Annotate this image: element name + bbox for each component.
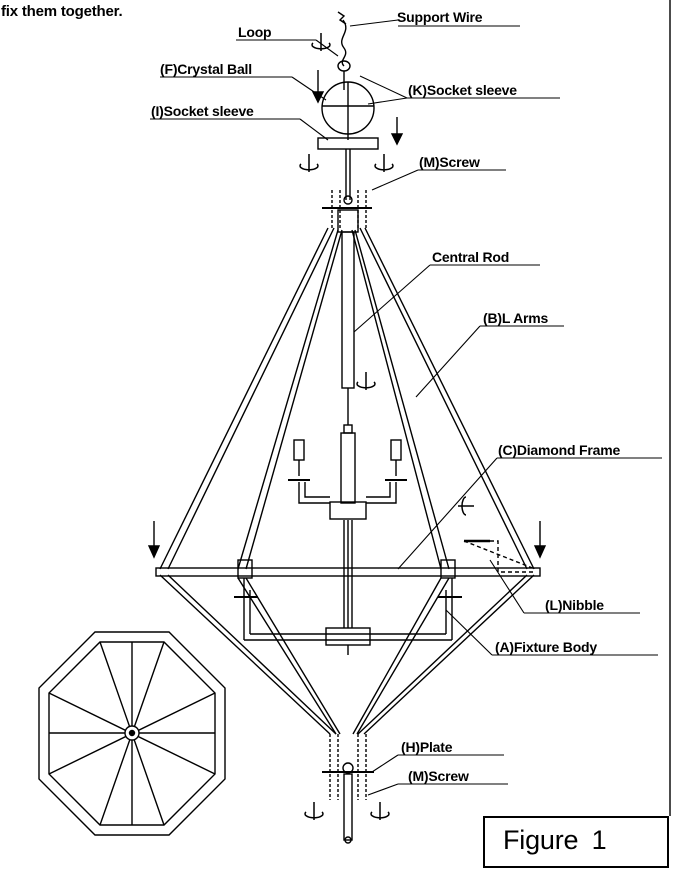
label-plate: (H)Plate [401,739,453,755]
label-crystal-ball: (F)Crystal Ball [160,61,252,77]
rotation-symbols [299,33,474,820]
bottom-rod [343,773,353,841]
label-diamond-frame: (C)Diamond Frame [498,442,621,458]
figure-label: Figure 1 [503,825,607,855]
fixture-body [234,578,462,646]
support-wire [341,19,347,67]
figure-label-box [483,816,669,868]
direction-arrows [147,70,547,559]
socket-sleeve-i [317,137,379,150]
label-l-arms: (B)L Arms [483,310,549,326]
candle-upper-right [390,439,402,461]
label-screw-top: (M)Screw [419,154,480,170]
label-central-rod: Central Rod [432,249,510,265]
label-socket-sleeve-k: (K)Socket sleeve [408,82,517,98]
support-wire-end [337,11,347,25]
label-nibble: (L)Nibble [545,597,604,613]
bottom-screws [329,734,367,800]
upper-body-block [329,501,367,520]
label-support-wire: Support Wire [397,9,483,25]
l-arms [159,227,535,735]
label-screw-bottom: (M)Screw [408,768,469,784]
candle-upper-left [293,439,305,461]
label-socket-sleeve-i: (I)Socket sleeve [151,103,254,119]
top-hub [337,209,359,233]
central-rod [341,231,355,389]
diamond-frame-bar [155,567,541,577]
header-text: fix them together. [1,3,123,20]
label-fixture-body: (A)Fixture Body [495,639,598,655]
leader-lines [150,19,662,796]
octagon-top-view [38,631,226,836]
label-loop: Loop [238,24,272,40]
